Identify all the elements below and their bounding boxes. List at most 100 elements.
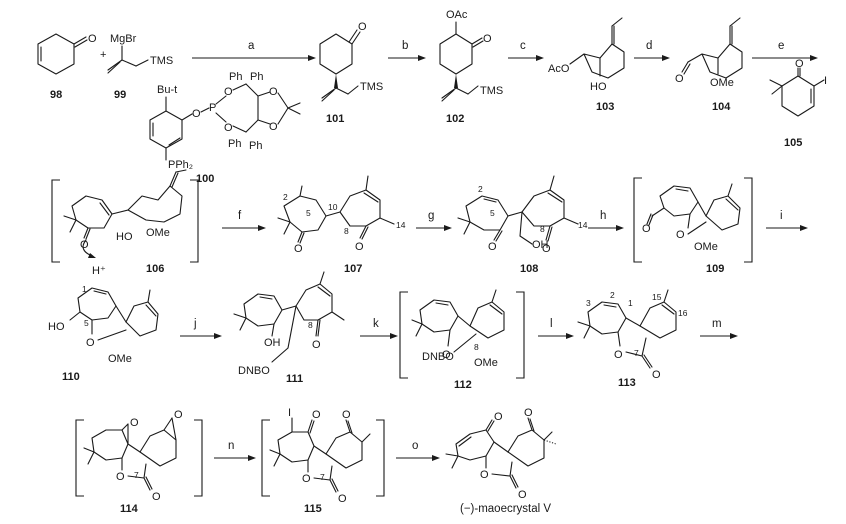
atom-label: TMS (360, 81, 383, 93)
bracket-left-109 (633, 177, 642, 263)
atom-label: O (524, 407, 533, 419)
bracket-left-115 (261, 419, 270, 497)
compound-label-104: 104 (712, 101, 731, 113)
compound-label-99: 99 (114, 89, 126, 101)
atom-label: I (824, 75, 827, 87)
compound-99-structure: MgBr TMS (107, 33, 173, 74)
arrow-e: e (752, 40, 818, 61)
compound-label-115: 115 (304, 503, 322, 515)
step-label-k: k (373, 318, 379, 330)
atom-label: O (480, 469, 489, 481)
arrow-j: j (180, 318, 222, 339)
compound-100-structure: Bu-t O P O O Ph Ph Ph Ph O O PPh₂ (149, 71, 301, 171)
compound-label-102: 102 (446, 113, 464, 125)
bracket-left-112 (399, 291, 408, 379)
atom-number: 5 (306, 208, 311, 218)
atom-label: O (542, 243, 551, 255)
compound-98-structure: O (37, 33, 97, 75)
atom-number: 2 (478, 184, 483, 194)
atom-number: 2 (610, 290, 615, 300)
atom-number: 1 (82, 284, 87, 294)
step-label-l: l (550, 318, 553, 330)
atom-number: 8 (344, 226, 349, 236)
atom-label: O (675, 73, 684, 85)
atom-label: O (192, 108, 201, 120)
compound-label-113: 113 (618, 377, 636, 389)
compound-113-structure: O O 3 2 1 15 16 7 (577, 289, 688, 381)
atom-label: O (483, 33, 492, 45)
atom-label: OMe (474, 357, 498, 369)
compound-label-106: 106 (146, 263, 164, 275)
compound-105-structure: O I (769, 58, 827, 117)
final-product-label: (−)-maoecrystal V (460, 503, 551, 515)
atom-label: O (116, 471, 125, 483)
plus-sign: + (100, 49, 106, 61)
atom-label: O (130, 417, 139, 429)
atom-label: O (342, 409, 351, 421)
atom-number: 7 (320, 472, 325, 482)
atom-label: DNBO (238, 365, 270, 377)
step-label-e: e (778, 40, 784, 52)
atom-number: 8 (540, 224, 545, 234)
atom-label: O (676, 229, 685, 241)
atom-number: 7 (134, 470, 139, 480)
atom-number: 16 (678, 308, 688, 318)
compound-114-structure: O O O O 7 (83, 409, 183, 503)
compound-label-110: 110 (62, 371, 80, 383)
step-label-d: d (646, 40, 652, 52)
atom-label: OMe (710, 77, 734, 89)
atom-label: TMS (480, 85, 503, 97)
atom-label: O (88, 33, 97, 45)
atom-label: O (174, 409, 183, 421)
atom-number: 10 (328, 202, 338, 212)
arrow-h: h (588, 210, 624, 231)
compound-label-107: 107 (344, 263, 362, 275)
compound-112-structure: O DNBO OMe 8 (411, 289, 505, 369)
atom-label: HO (590, 81, 607, 93)
arrow-i: i (766, 210, 808, 231)
atom-label: O (488, 241, 497, 253)
compound-104-structure: O OMe (675, 17, 743, 89)
atom-label: Ph (228, 138, 241, 150)
atom-number: 2 (283, 192, 288, 202)
arrow-f: f (222, 210, 266, 231)
step-label-o: o (412, 440, 418, 452)
compound-label-114: 114 (120, 503, 139, 515)
atom-label: O (614, 349, 623, 361)
step-label-h: h (600, 210, 606, 222)
bracket-left-114 (75, 419, 84, 497)
arrow-m: m (700, 318, 738, 339)
step-label-j: j (193, 318, 197, 330)
atom-label: Ph (229, 71, 242, 83)
compound-101-structure: O TMS (319, 21, 383, 102)
atom-number: 14 (396, 220, 406, 230)
atom-label: OH (264, 337, 281, 349)
atom-number: 14 (578, 220, 588, 230)
bracket-right-106 (190, 179, 199, 263)
compound-label-108: 108 (520, 263, 538, 275)
atom-label: H⁺ (92, 265, 106, 277)
atom-label: O (652, 369, 661, 381)
atom-number: 8 (474, 342, 479, 352)
bracket-right-109 (744, 177, 753, 263)
bracket-right-114 (194, 419, 203, 497)
arrow-o: o (396, 440, 440, 461)
bracket-right-112 (516, 291, 525, 379)
atom-label: O (312, 409, 321, 421)
atom-label: OMe (108, 353, 132, 365)
atom-number: 5 (84, 318, 89, 328)
atom-number: 8 (308, 320, 313, 330)
compound-label-111: 111 (286, 373, 303, 385)
atom-label: O (642, 223, 651, 235)
atom-label: OMe (694, 241, 718, 253)
atom-label: I (288, 407, 291, 419)
arrow-l: l (538, 318, 574, 339)
atom-label: Ph (249, 140, 262, 152)
compound-110-structure: HO O OMe 1 5 (48, 284, 159, 365)
compound-label-101: 101 (326, 113, 344, 125)
atom-label: O (269, 86, 278, 98)
arrow-c: c (508, 40, 544, 61)
atom-label: Bu-t (157, 84, 177, 96)
